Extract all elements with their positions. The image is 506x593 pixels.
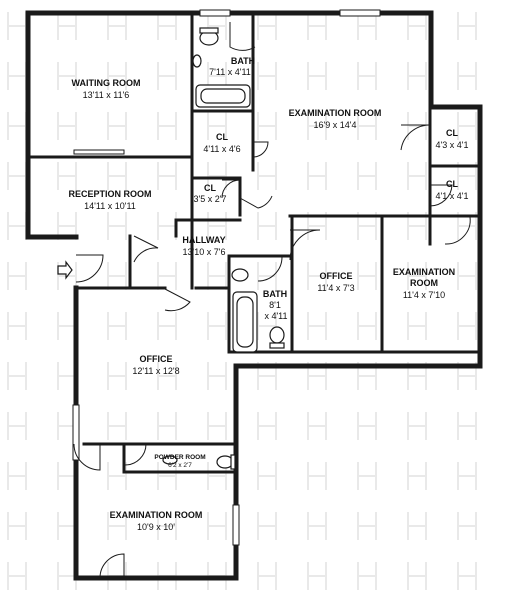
office-small-dims: 11'4 x 7'3 bbox=[317, 283, 354, 293]
room-labels: WAITING ROOM 13'11 x 11'6 RECEPTION ROOM… bbox=[68, 56, 468, 532]
interior-walls bbox=[26, 11, 482, 474]
closet-center-name: CL bbox=[216, 132, 228, 142]
exam-right-name2: ROOM bbox=[410, 278, 438, 288]
closet-right1-name: CL bbox=[446, 128, 458, 138]
closet-right2-dims: 4'1 x 4'1 bbox=[436, 191, 469, 201]
closet-small-name: CL bbox=[204, 183, 216, 193]
toilet-icon bbox=[199, 27, 219, 46]
exam-main-name: EXAMINATION ROOM bbox=[289, 108, 382, 118]
reception-room-name: RECEPTION ROOM bbox=[68, 189, 151, 199]
hallway-name: HALLWAY bbox=[182, 235, 225, 245]
closet-center-dims: 4'11 x 4'6 bbox=[203, 144, 240, 154]
powder-room-dims: 6'2 x 2'7 bbox=[168, 462, 192, 469]
closet-small-dims: 3'5 x 2'7 bbox=[194, 194, 227, 204]
toilet-icon bbox=[269, 326, 285, 349]
exam-right-name: EXAMINATION bbox=[393, 267, 455, 277]
bathtub-icon bbox=[195, 84, 251, 108]
closet-right2-name: CL bbox=[446, 179, 458, 189]
doors bbox=[73, 22, 471, 579]
powder-room-name: POWDER ROOM bbox=[154, 454, 205, 461]
bath-top-dims: 7'11 x 4'11 bbox=[209, 67, 251, 77]
bath-mid-dims2: x 4'11 bbox=[264, 311, 287, 321]
office-big-dims: 12'11 x 12'8 bbox=[132, 366, 179, 376]
toilet-icon bbox=[216, 454, 236, 470]
entry-arrow-icon bbox=[57, 260, 73, 280]
reception-room-dims: 14'11 x 10'11 bbox=[84, 201, 136, 211]
exam-right-dims: 11'4 x 7'10 bbox=[403, 290, 445, 300]
sink-icon bbox=[192, 54, 202, 68]
waiting-room-dims: 13'11 x 11'6 bbox=[83, 90, 130, 100]
closet-right1-dims: 4'3 x 4'1 bbox=[436, 140, 469, 150]
sink-icon bbox=[231, 268, 249, 282]
bath-top-name: BATH bbox=[231, 56, 255, 66]
watermark-pattern bbox=[7, 12, 477, 590]
office-big-name: OFFICE bbox=[140, 354, 173, 364]
bathtub-icon bbox=[232, 291, 258, 353]
exam-bottom-name: EXAMINATION ROOM bbox=[110, 510, 203, 520]
exam-main-dims: 16'9 x 14'4 bbox=[314, 120, 357, 130]
windows bbox=[72, 9, 381, 546]
bath-mid-name: BATH bbox=[263, 289, 287, 299]
waiting-room-name: WAITING ROOM bbox=[72, 78, 141, 88]
exam-bottom-dims: 10'9 x 10' bbox=[137, 522, 175, 532]
hallway-dims: 13'10 x 7'6 bbox=[183, 247, 226, 257]
bath-mid-dims: 8'1 bbox=[269, 300, 281, 310]
office-small-name: OFFICE bbox=[320, 271, 353, 281]
fixtures bbox=[162, 27, 285, 470]
sink-icon bbox=[162, 455, 178, 465]
